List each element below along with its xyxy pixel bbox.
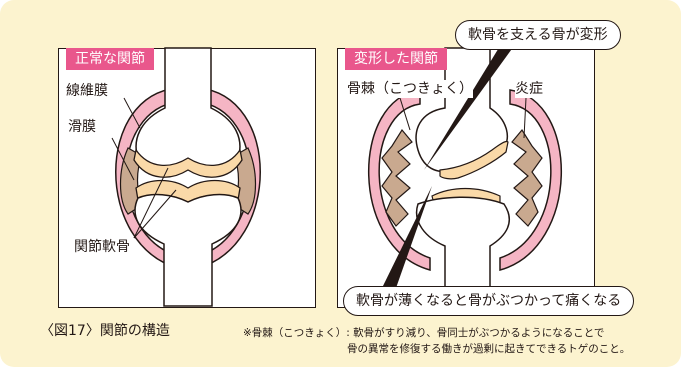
label-articular-cartilage: 関節軟骨: [74, 238, 130, 256]
footnote: ※骨棘（こつきょく）: 軟骨がすり減り、骨同士がぶつかるようになることで 骨の異…: [243, 325, 630, 357]
callout-bone-deformed: 軟骨を支える骨が変形: [455, 20, 621, 50]
label-inflammation: 炎症: [515, 80, 543, 98]
footnote-line-1: ※骨棘（こつきょく）: 軟骨がすり減り、骨同士がぶつかるようになることで: [243, 325, 630, 341]
deformed-joint-title: 変形した関節: [345, 48, 447, 70]
deformed-synovium-left: [382, 130, 412, 226]
label-fibrous-membrane: 線維膜: [66, 82, 108, 100]
callout-cartilage-thinning: 軟骨が薄くなると骨がぶつかって痛くなる: [343, 286, 634, 316]
label-synovium: 滑膜: [68, 118, 96, 136]
normal-joint-title: 正常な関節: [66, 48, 154, 70]
normal-joint-diagram: [112, 48, 260, 306]
footnote-line-2: 骨の異常を修復する働きが過剰に起きてできるトゲのこと。: [243, 341, 630, 357]
deformed-synovium-right: [512, 130, 542, 226]
label-osteophyte: 骨棘（こつきょく）: [347, 80, 473, 98]
figure-caption: 〈図17〉関節の構造: [40, 320, 170, 340]
